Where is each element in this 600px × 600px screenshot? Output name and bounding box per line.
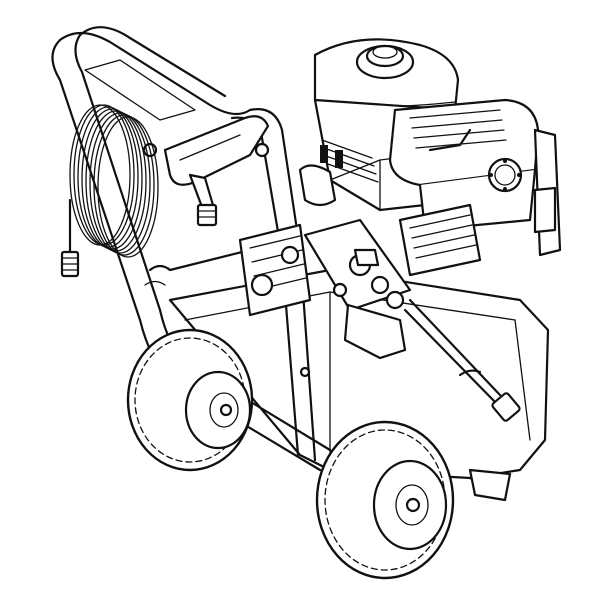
coiled-hose xyxy=(60,104,159,278)
pump xyxy=(238,218,412,360)
rear-support-foot xyxy=(468,468,512,502)
muffler xyxy=(398,128,562,277)
high-pressure-outlet xyxy=(403,298,521,422)
handle-frame xyxy=(51,26,332,472)
fuel-cap xyxy=(355,44,415,80)
front-wheel-right xyxy=(315,420,455,580)
chassis-base xyxy=(168,268,550,484)
front-wheel-left xyxy=(126,328,254,472)
spray-gun xyxy=(163,115,270,227)
